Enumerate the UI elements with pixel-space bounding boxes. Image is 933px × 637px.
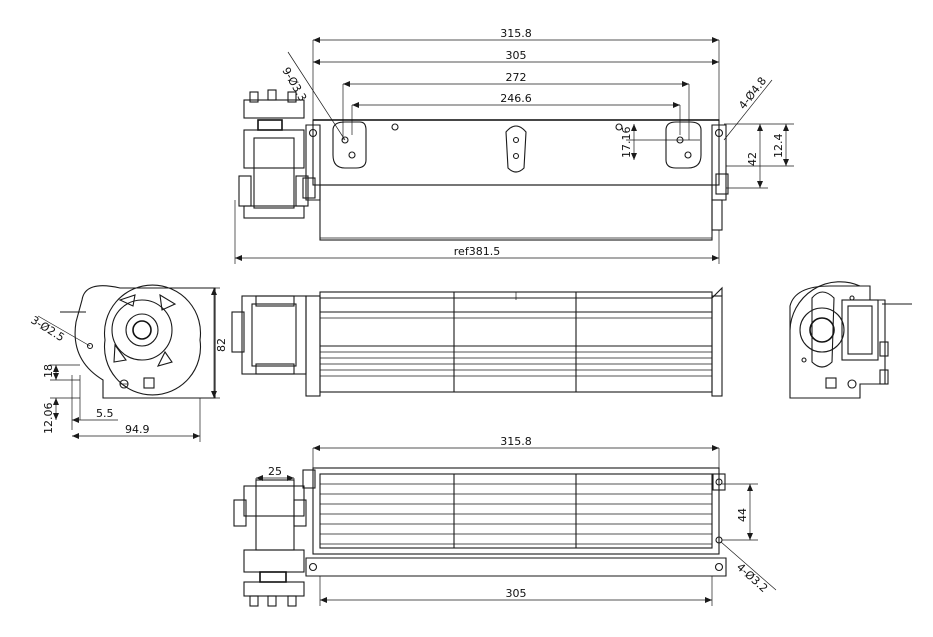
dim-left-12-06: 12.06 [42,403,55,435]
left-end-view: 3-Ø2.5 82 18 12.06 5.5 94.9 [28,284,228,442]
label-left-holes: 3-Ø2.5 [28,314,66,345]
dim-bottom-mount-span: 305 [506,587,527,600]
dim-vertical-b: 42 [746,152,759,166]
dim-bottom-side: 44 [736,508,749,522]
dim-vertical-a: 17.16 [620,127,633,159]
bottom-motor [233,479,307,607]
dim-bottom-overall: 315.8 [500,435,532,448]
top-view: 315.8 305 272 246.6 [234,27,794,264]
dim-hole-span: 272 [506,71,527,84]
dim-reference-length: ref381.5 [454,245,500,258]
dim-slot-span: 246.6 [500,92,532,105]
dim-left-width: 94.9 [125,423,150,436]
dim-left-height: 82 [215,338,228,352]
label-holes-right: 4-Ø4.8 [736,75,769,112]
bottom-view: 315.8 [233,435,777,607]
dim-vertical-c: 12.4 [772,134,785,159]
dim-motor-width: 25 [268,465,282,478]
dim-left-18: 18 [42,364,55,378]
dim-overall-length: 315.8 [500,27,532,40]
dim-mount-span: 305 [506,49,527,62]
top-motor [238,89,309,219]
front-view [231,286,723,397]
right-end-view [789,281,912,399]
label-bottom-holes: 4-Ø3.2 [734,561,770,596]
label-holes-left: 9-Ø3.3 [279,65,309,104]
dim-left-5-5: 5.5 [96,407,114,420]
